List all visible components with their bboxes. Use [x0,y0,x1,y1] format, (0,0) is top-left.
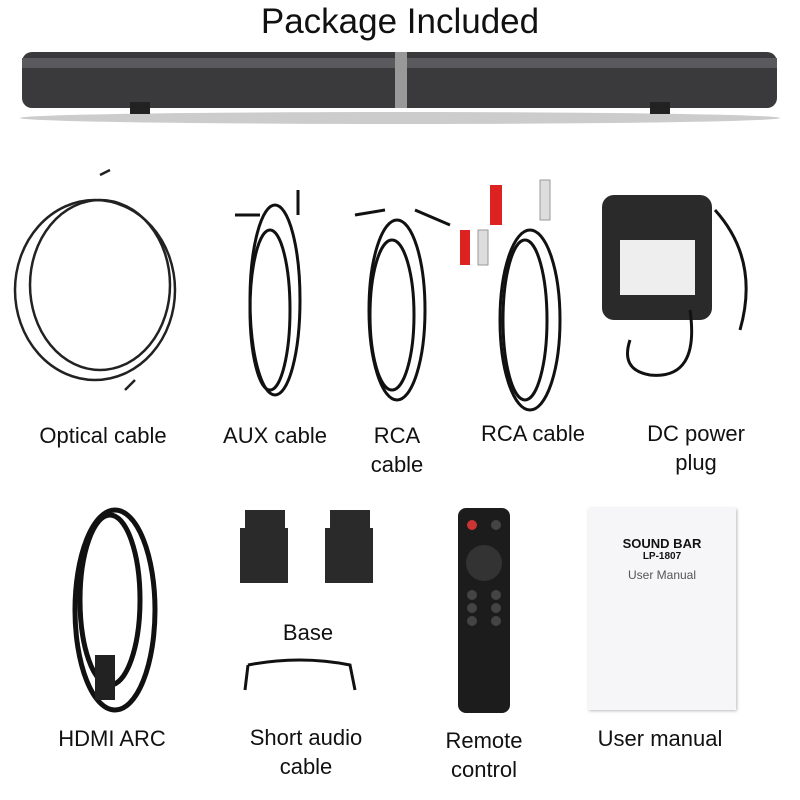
hdmi-cable [72,507,158,713]
short-audio-cable [243,658,357,691]
label-user-manual: User manual [597,726,723,751]
label-optical-cable: Optical cable [39,423,167,448]
label-rca-cable-single: RCA cable [370,423,424,477]
aux-cable [235,190,302,397]
optical-cable [13,168,177,391]
rca-cable-dual [460,179,562,412]
label-base: Base [282,620,334,645]
base-brackets [240,510,373,583]
label-dc-power-plug: DC power plug [647,421,745,475]
page-title: Package Included [260,2,540,41]
manual-subtitle: User Manual [627,568,697,582]
dc-power-adapter [602,195,748,377]
rca-cable-single [354,208,451,402]
label-remote-control: Remote control [445,728,523,782]
soundbar [20,52,780,124]
label-short-audio-cable: Short audio cable [249,725,363,779]
manual-title: SOUND BAR [622,536,702,551]
label-rca-cable-dual: RCA cable [481,421,585,446]
user-manual: SOUND BAR LP-1807 User Manual [588,508,736,710]
remote-control [458,508,510,713]
label-aux-cable: AUX cable [223,423,327,448]
label-hdmi-arc: HDMI ARC [58,726,166,751]
manual-model: LP-1807 [642,551,682,562]
